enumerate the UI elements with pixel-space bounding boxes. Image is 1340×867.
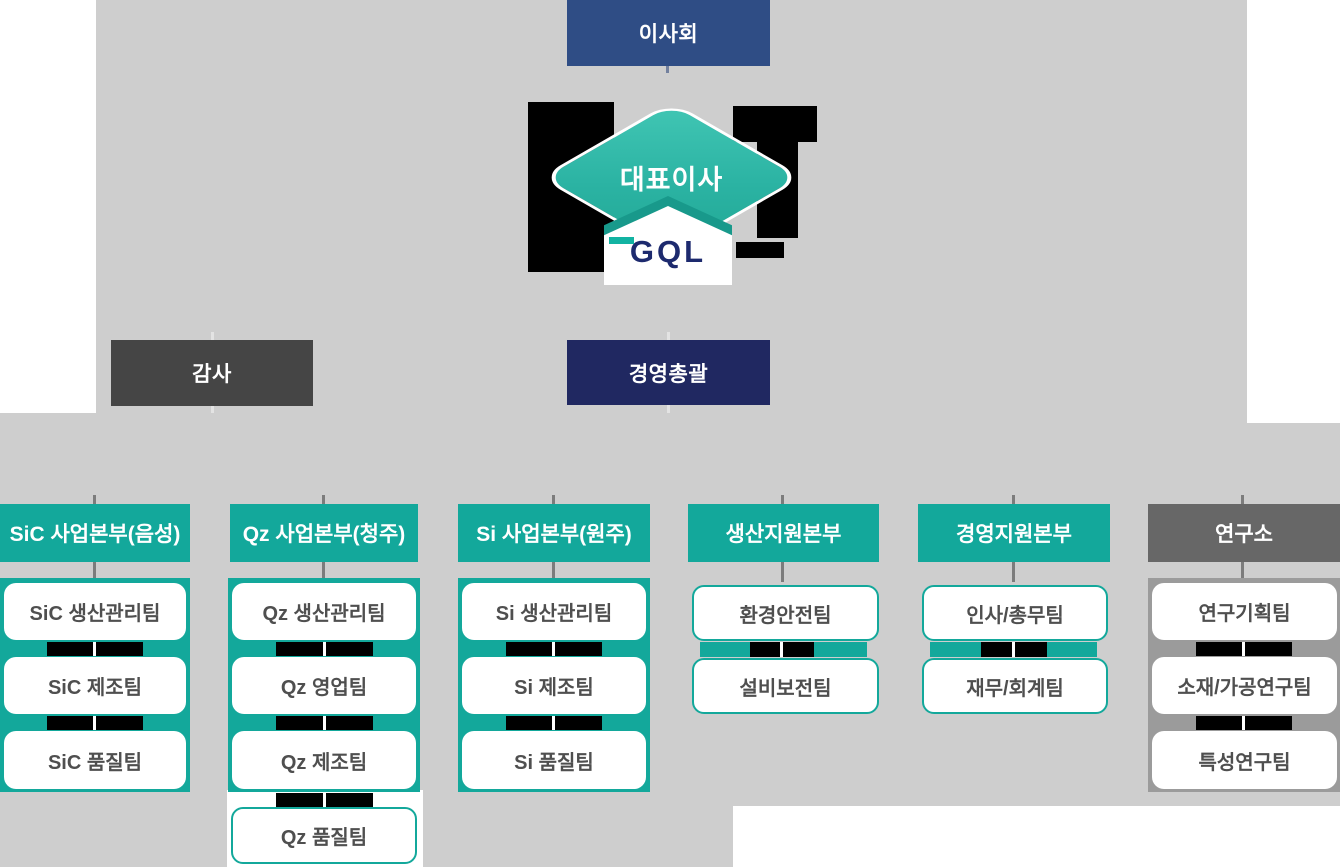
connector-line — [552, 642, 555, 656]
connector-tick — [667, 332, 670, 340]
connector-gap — [47, 642, 143, 656]
connector-tick — [1241, 562, 1244, 578]
connector-tick — [93, 562, 96, 578]
division-header-label: 생산지원본부 — [725, 523, 842, 546]
division-header-label: 연구소 — [1215, 523, 1273, 546]
artifact-patch — [736, 242, 784, 258]
connector-tick — [1241, 495, 1244, 504]
connector-tick — [93, 495, 96, 504]
team-box: Qz 품질팀 — [231, 807, 417, 864]
team-label: 소재/가공연구팀 — [1177, 677, 1312, 699]
connector-line — [1242, 642, 1245, 656]
team-box: 특성연구팀 — [1152, 731, 1337, 789]
team-box: 연구기획팀 — [1152, 583, 1337, 640]
connector-gap — [1196, 716, 1292, 730]
connector-tick — [781, 562, 784, 582]
division-header-label: Qz 사업본부(청주) — [242, 523, 406, 546]
connector-tick — [211, 406, 214, 413]
connector-gap — [506, 716, 602, 730]
team-box: Qz 영업팀 — [232, 657, 416, 714]
connector-tick — [667, 405, 670, 413]
connector-line — [93, 716, 96, 730]
team-label: Si 제조팀 — [514, 677, 594, 699]
team-label: SiC 품질팀 — [47, 751, 143, 774]
team-box: SiC 제조팀 — [4, 657, 186, 714]
team-label: Si 품질팀 — [514, 751, 594, 774]
team-label: Qz 제조팀 — [280, 751, 368, 774]
connector-line — [93, 642, 96, 656]
connector-line — [552, 716, 555, 730]
team-label: Qz 생산관리팀 — [262, 603, 386, 625]
ceo-label: 대표이사 — [619, 165, 724, 195]
connector-tick — [552, 562, 555, 578]
team-label: Qz 품질팀 — [280, 827, 368, 849]
division-header-label: Si 사업본부(원주) — [476, 523, 632, 546]
team-box: 소재/가공연구팀 — [1152, 657, 1337, 714]
team-box: Si 품질팀 — [462, 731, 646, 789]
team-box: Si 제조팀 — [462, 657, 646, 714]
division-header-label: SiC 사업본부(음성) — [9, 523, 181, 546]
division-header-lab: 연구소 — [1148, 504, 1340, 562]
connector-tick — [781, 495, 784, 504]
team-box: 설비보전팀 — [692, 658, 879, 714]
connector-tick — [552, 495, 555, 504]
team-box: 환경안전팀 — [692, 585, 879, 641]
board-label: 이사회 — [638, 23, 699, 46]
connector-tick — [322, 495, 325, 504]
connector-tick — [1012, 562, 1015, 582]
connector-line — [1242, 716, 1245, 730]
connector-line — [322, 642, 326, 656]
connector-gap — [276, 716, 373, 730]
connector-gap — [276, 793, 373, 807]
auditor-label: 감사 — [192, 363, 232, 386]
team-box: SiC 품질팀 — [4, 731, 186, 789]
connector-gap — [750, 642, 814, 657]
team-label: 연구기획팀 — [1198, 603, 1291, 625]
team-box: Qz 제조팀 — [232, 731, 416, 789]
team-box: 인사/총무팀 — [922, 585, 1108, 641]
connector-gap — [981, 642, 1047, 657]
team-box: SiC 생산관리팀 — [4, 583, 186, 640]
team-label: 재무/회계팀 — [966, 677, 1064, 700]
connector-tick — [1012, 495, 1015, 504]
connector-tick — [666, 66, 669, 73]
team-label: SiC 생산관리팀 — [29, 603, 161, 625]
division-header-si: Si 사업본부(원주) — [458, 504, 650, 562]
team-label: 특성연구팀 — [1198, 751, 1291, 774]
team-box: 재무/회계팀 — [922, 658, 1108, 714]
team-label: Si 생산관리팀 — [495, 603, 613, 625]
division-header-qz: Qz 사업본부(청주) — [230, 504, 418, 562]
division-header-production-support: 생산지원본부 — [688, 504, 879, 562]
connector-line — [322, 793, 326, 807]
auditor-box: 감사 — [111, 340, 313, 406]
division-header-sic: SiC 사업본부(음성) — [0, 504, 190, 562]
team-box: Si 생산관리팀 — [462, 583, 646, 640]
team-label: SiC 제조팀 — [47, 677, 143, 699]
logo-accent-bar — [609, 237, 634, 244]
company-logo: GQL — [629, 234, 707, 269]
management-label: 경영총괄 — [628, 362, 709, 386]
connector-tick — [322, 562, 325, 578]
connector-line — [1012, 642, 1015, 657]
connector-gap — [276, 642, 373, 656]
board-box: 이사회 — [567, 0, 770, 66]
team-label: 설비보전팀 — [739, 677, 832, 700]
connector-gap — [47, 716, 143, 730]
division-header-label: 경영지원본부 — [956, 523, 1072, 546]
connector-line — [780, 642, 783, 657]
management-box: 경영총괄 — [567, 340, 770, 405]
connector-tick — [211, 332, 214, 340]
team-label: 환경안전팀 — [739, 604, 832, 627]
connector-line — [322, 716, 326, 730]
connector-gap — [1196, 642, 1292, 656]
division-header-management-support: 경영지원본부 — [918, 504, 1110, 562]
connector-gap — [506, 642, 602, 656]
team-label: 인사/총무팀 — [966, 604, 1064, 627]
team-box: Qz 생산관리팀 — [232, 583, 416, 640]
team-label: Qz 영업팀 — [280, 677, 368, 699]
